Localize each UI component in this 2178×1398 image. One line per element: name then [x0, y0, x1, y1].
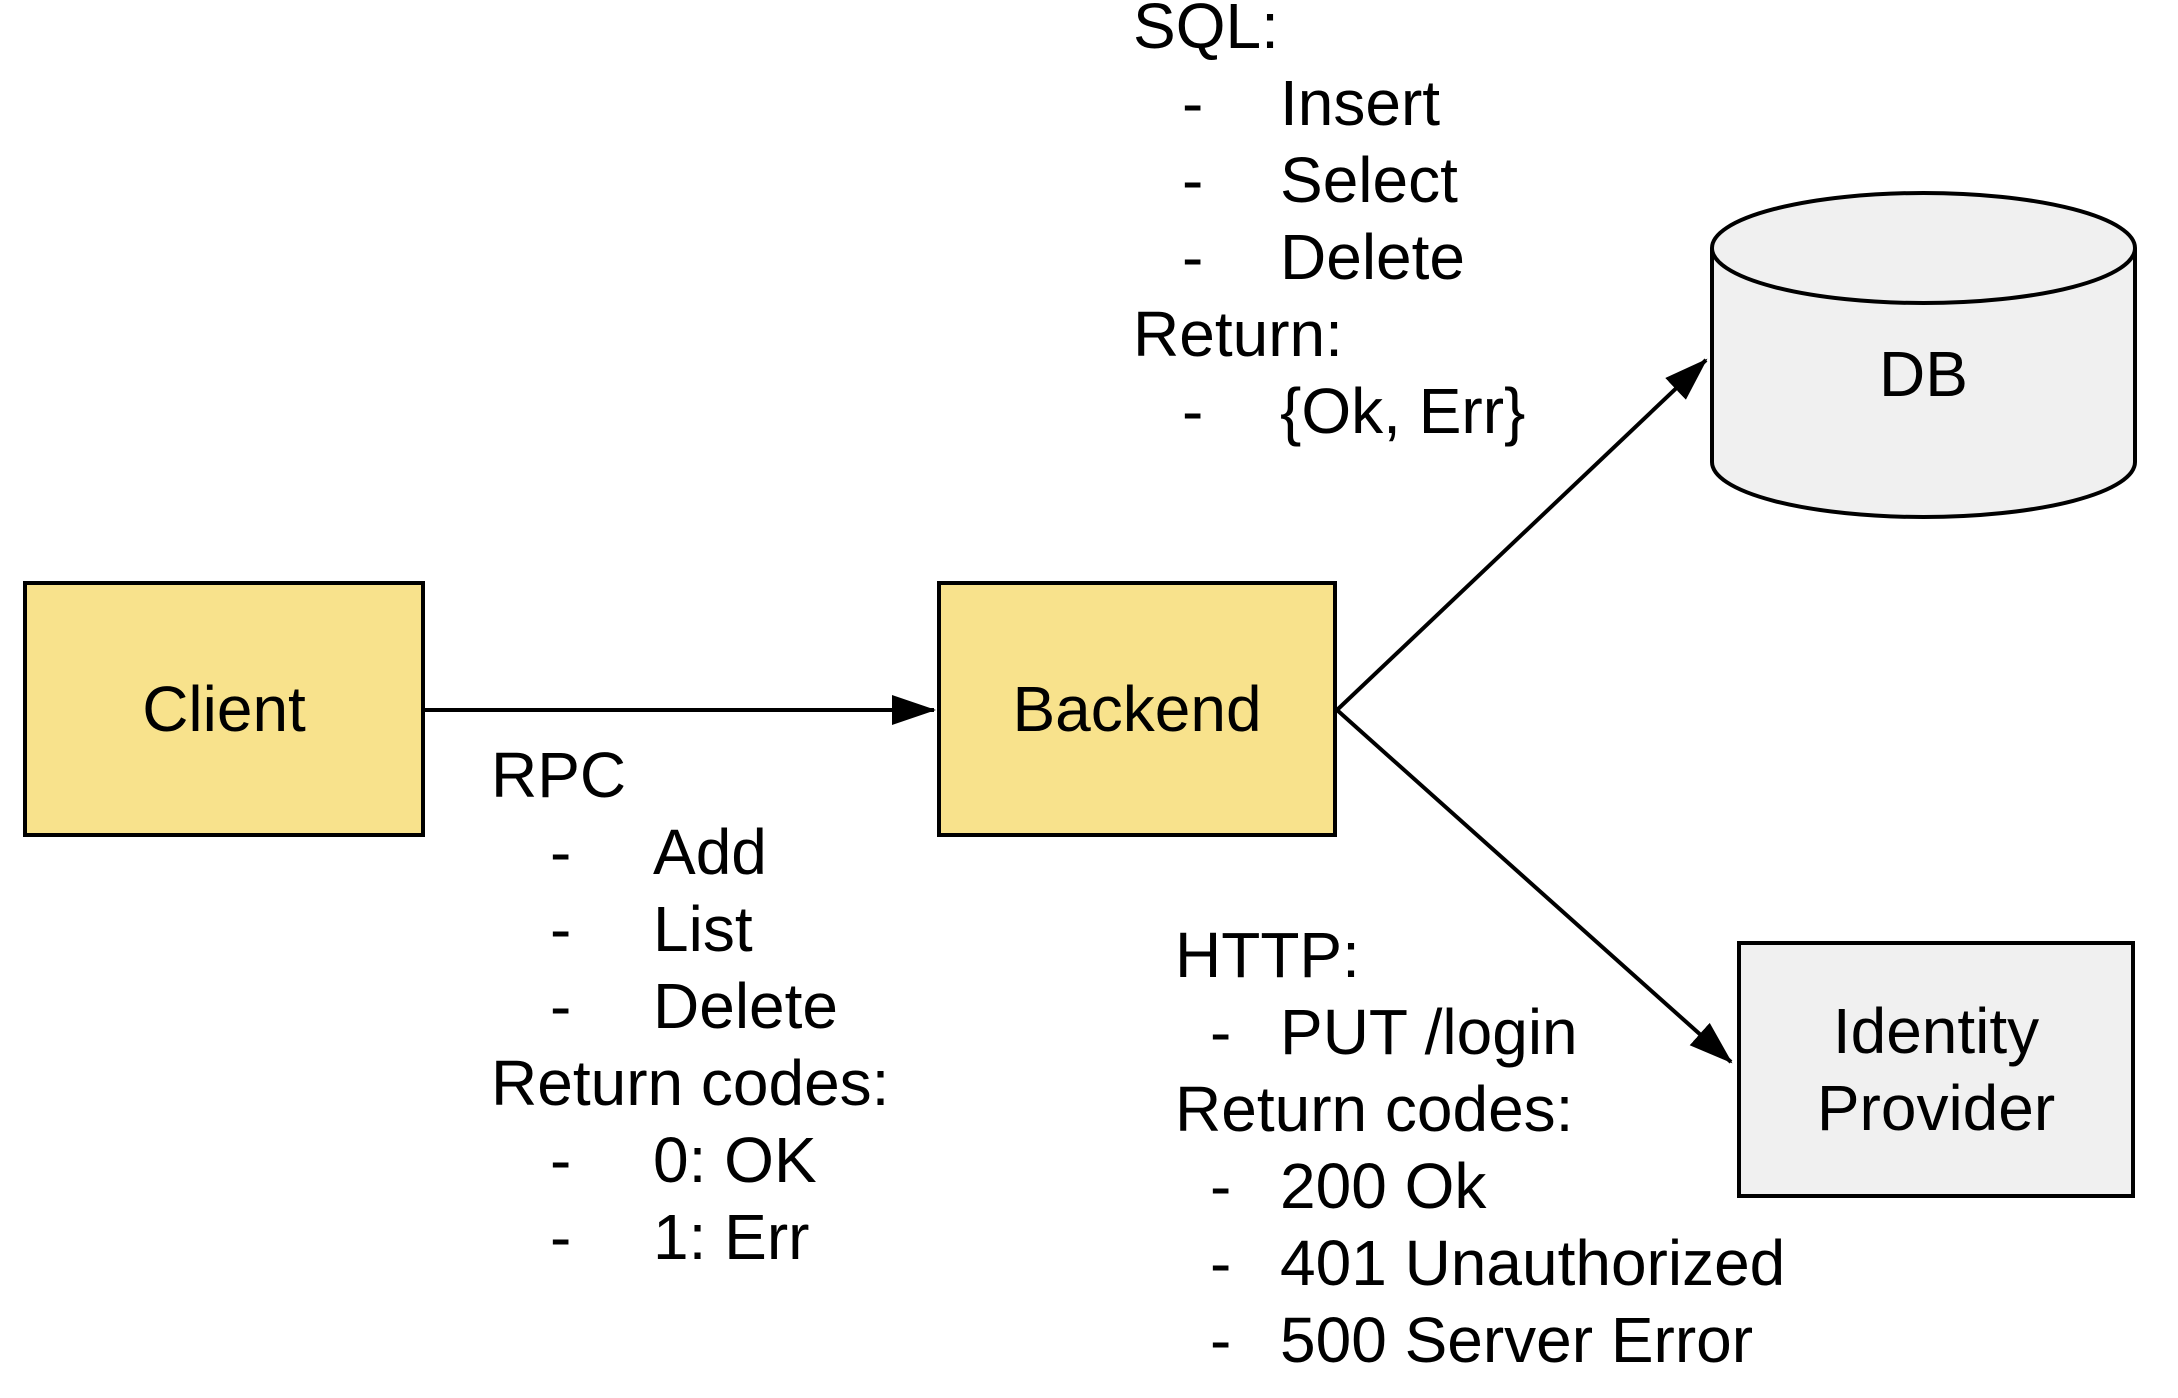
rpc-return-label: Return codes: — [491, 1047, 890, 1119]
bullet-dash: - — [1182, 221, 1204, 293]
rpc-protocol-label: RPC — [491, 739, 627, 811]
bullet-dash: - — [1182, 144, 1204, 216]
db-cylinder-top — [1710, 191, 2137, 305]
sql-return-label: Return: — [1133, 298, 1343, 370]
http-protocol-label: HTTP: — [1175, 919, 1360, 991]
edge-backend-to-db-arrow — [1335, 358, 1708, 712]
db-cylinder-body — [1710, 248, 2137, 519]
rpc-return-item: - 0: OK — [491, 1122, 889, 1199]
bullet-dash: - — [1210, 996, 1232, 1068]
bullet-dash: - — [1182, 67, 1204, 139]
node-db: DB — [1712, 248, 2135, 500]
bullet-dash: - — [550, 970, 572, 1042]
edge-label-backend-db: SQL: - Insert - Select - Delete Return: … — [1133, 0, 1525, 450]
sql-item: - Select — [1133, 142, 1525, 219]
edge-label-backend-idp: HTTP: - PUT /login Return codes: - 200 O… — [1175, 917, 1785, 1379]
rpc-item: - List — [491, 891, 889, 968]
node-identity-provider-label-line1: Identity — [1832, 994, 2040, 1067]
http-return-label: Return codes: — [1175, 1073, 1574, 1145]
http-return-item: - 200 Ok — [1175, 1148, 1785, 1225]
node-client-label: Client — [142, 672, 306, 745]
rpc-return-item: - 1: Err — [491, 1199, 889, 1276]
bullet-dash: - — [550, 1124, 572, 1196]
bullet-dash: - — [550, 816, 572, 888]
bullet-dash: - — [1210, 1304, 1232, 1376]
bullet-dash: - — [1210, 1227, 1232, 1299]
rpc-item: - Delete — [491, 968, 889, 1045]
edge-backend-to-idp-arrow — [1335, 708, 1733, 1064]
rpc-item: - Add — [491, 814, 889, 891]
node-identity-provider-label-line2: Provider — [1816, 1071, 2056, 1144]
db-cylinder — [1710, 191, 2137, 519]
bullet-dash: - — [1182, 375, 1204, 447]
node-db-label: DB — [1879, 338, 1968, 410]
node-identity-provider: Identity Provider — [1737, 941, 2135, 1198]
sql-item: - Insert — [1133, 65, 1525, 142]
http-return-item: - 500 Server Error — [1175, 1302, 1785, 1379]
bullet-dash: - — [1210, 1150, 1232, 1222]
sql-item: - Delete — [1133, 219, 1525, 296]
sql-return-item: - {Ok, Err} — [1133, 373, 1525, 450]
node-client: Client — [23, 581, 425, 837]
http-item: - PUT /login — [1175, 994, 1785, 1071]
edge-label-client-backend: RPC - Add - List - Delete Return codes: … — [491, 737, 889, 1276]
node-backend-label: Backend — [1012, 672, 1262, 745]
sql-protocol-label: SQL: — [1133, 0, 1279, 62]
node-backend: Backend — [937, 581, 1337, 837]
bullet-dash: - — [550, 1201, 572, 1273]
bullet-dash: - — [550, 893, 572, 965]
http-return-item: - 401 Unauthorized — [1175, 1225, 1785, 1302]
